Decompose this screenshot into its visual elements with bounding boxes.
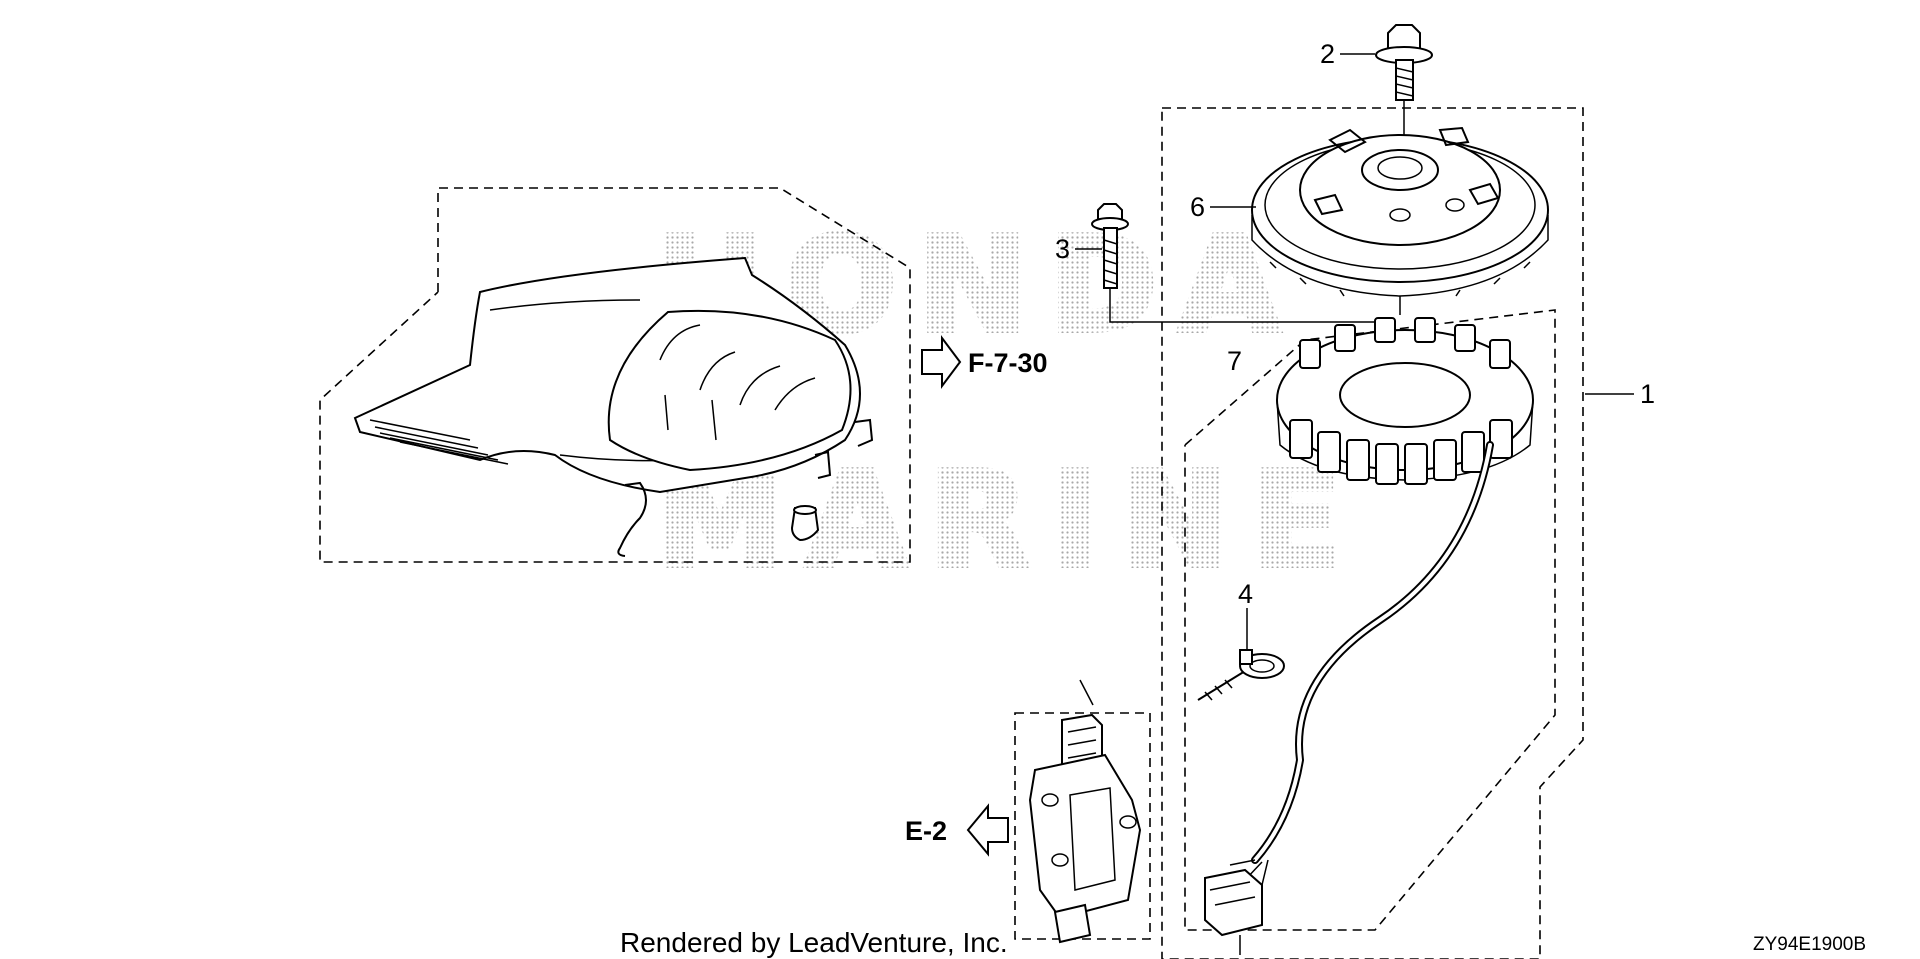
credit-text: Rendered by LeadVenture, Inc. (620, 927, 1008, 958)
callout-4[interactable]: 4 (1238, 579, 1253, 609)
fan-cover-group[interactable] (319, 187, 911, 563)
stator-7-dashed-border (1184, 309, 1556, 931)
regulator-part[interactable] (1028, 713, 1142, 944)
kit-1-dashed-border (1161, 107, 1584, 959)
ref-fan-cover-label[interactable]: F-7-30 (968, 348, 1048, 378)
callout-3[interactable]: 3 (1055, 234, 1070, 264)
callout-7[interactable]: 7 (1227, 346, 1242, 376)
fan-cover-part[interactable] (353, 256, 874, 557)
bolt-2-part[interactable] (1375, 24, 1433, 101)
callout-1[interactable]: 1 (1640, 379, 1655, 409)
bolt-3-part[interactable] (1091, 203, 1129, 289)
stator-coils (1289, 317, 1513, 485)
callout-2[interactable]: 2 (1320, 39, 1335, 69)
regulator-group[interactable] (1014, 679, 1151, 944)
ref-regulator-label[interactable]: E-2 (905, 816, 947, 846)
diagram-code: ZY94E1900B (1753, 934, 1866, 955)
callout-6[interactable]: 6 (1190, 192, 1205, 222)
arrow-right-icon (921, 335, 962, 389)
flywheel-6-part[interactable] (1251, 126, 1549, 297)
arrow-left-icon (966, 803, 1009, 857)
callouts: 2 6 3 7 1 4 (1055, 39, 1655, 609)
clamp-4-part[interactable] (1197, 649, 1285, 701)
ref-regulator[interactable]: E-2 (905, 803, 1009, 857)
grommet-part[interactable] (790, 505, 820, 542)
ref-fan-cover[interactable]: F-7-30 (921, 335, 1048, 389)
stator-7-part[interactable] (1204, 317, 1534, 937)
regulator-dashed-border (1014, 712, 1151, 940)
regulator-leader (1079, 679, 1094, 706)
